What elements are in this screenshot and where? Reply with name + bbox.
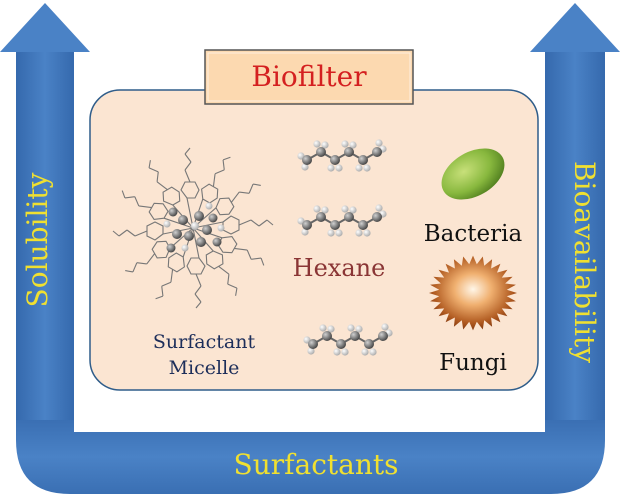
bioavailability-arrow-head bbox=[530, 3, 620, 52]
surfactant-arrow-frame bbox=[0, 3, 620, 494]
fungi-starburst-shape bbox=[429, 255, 517, 331]
biofilter-title-box bbox=[204, 49, 414, 105]
surfactant-micelle-molecule-icon bbox=[112, 147, 274, 309]
bioavailability-label: Bioavailability bbox=[568, 161, 601, 363]
bacteria-ellipse-icon bbox=[441, 148, 505, 200]
solubility-arrow-head bbox=[0, 3, 90, 52]
bacteria-label: Bacteria bbox=[424, 221, 523, 247]
hexane-label: Hexane bbox=[293, 254, 386, 282]
solubility-arrow-shaft bbox=[16, 48, 74, 420]
bioavailability-arrow-shaft bbox=[545, 48, 605, 420]
surfactants-arrow-base bbox=[16, 420, 605, 494]
biofilter-title: Biofilter bbox=[251, 60, 367, 93]
solubility-label: Solubility bbox=[21, 172, 54, 307]
micelle-label-line1: Surfactant bbox=[153, 331, 256, 353]
surfactants-label: Surfactants bbox=[234, 448, 399, 481]
fungi-starburst-icon bbox=[429, 255, 517, 331]
micelle-label-line2: Micelle bbox=[169, 357, 240, 379]
fungi-label: Fungi bbox=[439, 350, 507, 376]
